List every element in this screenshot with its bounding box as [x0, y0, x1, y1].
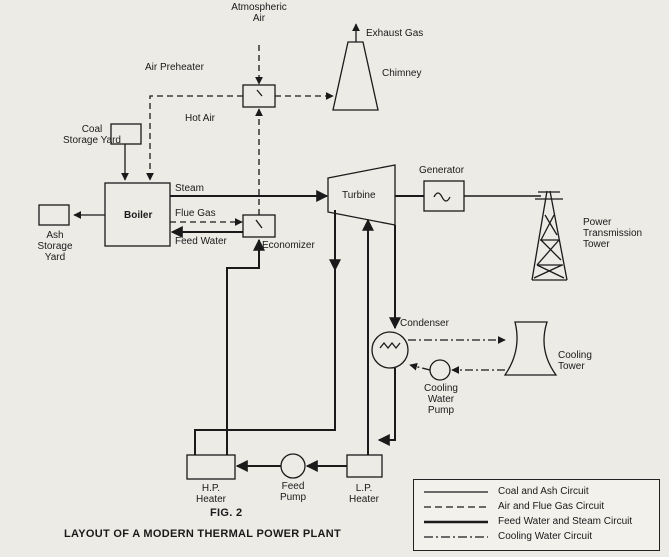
- figure-title: LAYOUT OF A MODERN THERMAL POWER PLANT: [64, 528, 342, 540]
- cooling-tower-shape: [503, 321, 558, 376]
- transmission-tower-label: Power Transmission Tower: [583, 217, 643, 250]
- cooling-pump-circle: [429, 359, 451, 381]
- lp-heater-box: [346, 454, 383, 478]
- exhaust-gas-label: Exhaust Gas: [366, 28, 424, 39]
- steam-label: Steam: [175, 183, 204, 194]
- coal-storage-box: [110, 123, 142, 145]
- figure-number: FIG. 2: [210, 507, 243, 519]
- boiler-label: Boiler: [124, 210, 153, 221]
- chimney-label: Chimney: [382, 68, 422, 79]
- flue-gas-label: Flue Gas: [175, 208, 216, 219]
- legend-item-air-flue: Air and Flue Gas Circuit: [424, 501, 654, 513]
- condenser-circle: [371, 331, 409, 369]
- hp-heater-box: [186, 454, 236, 480]
- air-preheater-box: [242, 84, 276, 108]
- turbine-label: Turbine: [342, 190, 376, 201]
- ash-storage-label: Ash Storage Yard: [37, 230, 73, 263]
- chimney-shape: [332, 41, 379, 111]
- atmospheric-air-label: Atmospheric Air: [231, 2, 287, 24]
- hp-to-economizer-line: [226, 238, 265, 455]
- legend-item-coal-ash: Coal and Ash Circuit: [424, 486, 654, 498]
- legend-item-cooling-water: Cooling Water Circuit: [424, 531, 654, 543]
- legend-item-feed-steam: Feed Water and Steam Circuit: [424, 516, 654, 528]
- condenser-to-lp-line: [377, 368, 396, 446]
- feed-pump-circle: [280, 453, 306, 479]
- legend-label-cooling-water: Cooling Water Circuit: [498, 531, 593, 542]
- cooling-pump-label: Cooling Water Pump: [424, 383, 458, 416]
- economizer-box: [242, 214, 276, 238]
- legend-label-air-flue: Air and Flue Gas Circuit: [498, 501, 605, 512]
- hot-air-line: [146, 95, 243, 181]
- feed-pump-label: Feed Pump: [279, 481, 307, 503]
- feed-water-label: Feed Water: [175, 236, 227, 247]
- coal-storage-label: Coal Storage Yard: [62, 124, 122, 146]
- legend-label-coal-ash: Coal and Ash Circuit: [498, 486, 589, 497]
- generator-label: Generator: [419, 165, 465, 176]
- economizer-label: Economizer: [262, 240, 315, 251]
- cooling-tower-label: Cooling Tower: [558, 350, 592, 372]
- legend-label-feed-steam: Feed Water and Steam Circuit: [498, 516, 633, 527]
- transmission-tower-shape: [531, 190, 568, 281]
- hot-air-label: Hot Air: [185, 113, 216, 124]
- hp-heater-label: H.P. Heater: [195, 483, 227, 505]
- ash-storage-box: [38, 204, 70, 226]
- generator-box: [423, 180, 465, 212]
- air-preheater-label: Air Preheater: [145, 62, 204, 73]
- lp-heater-label: L.P. Heater: [348, 483, 380, 505]
- condenser-label: Condenser: [400, 318, 449, 329]
- legend: Coal and Ash Circuit Air and Flue Gas Ci…: [413, 479, 660, 551]
